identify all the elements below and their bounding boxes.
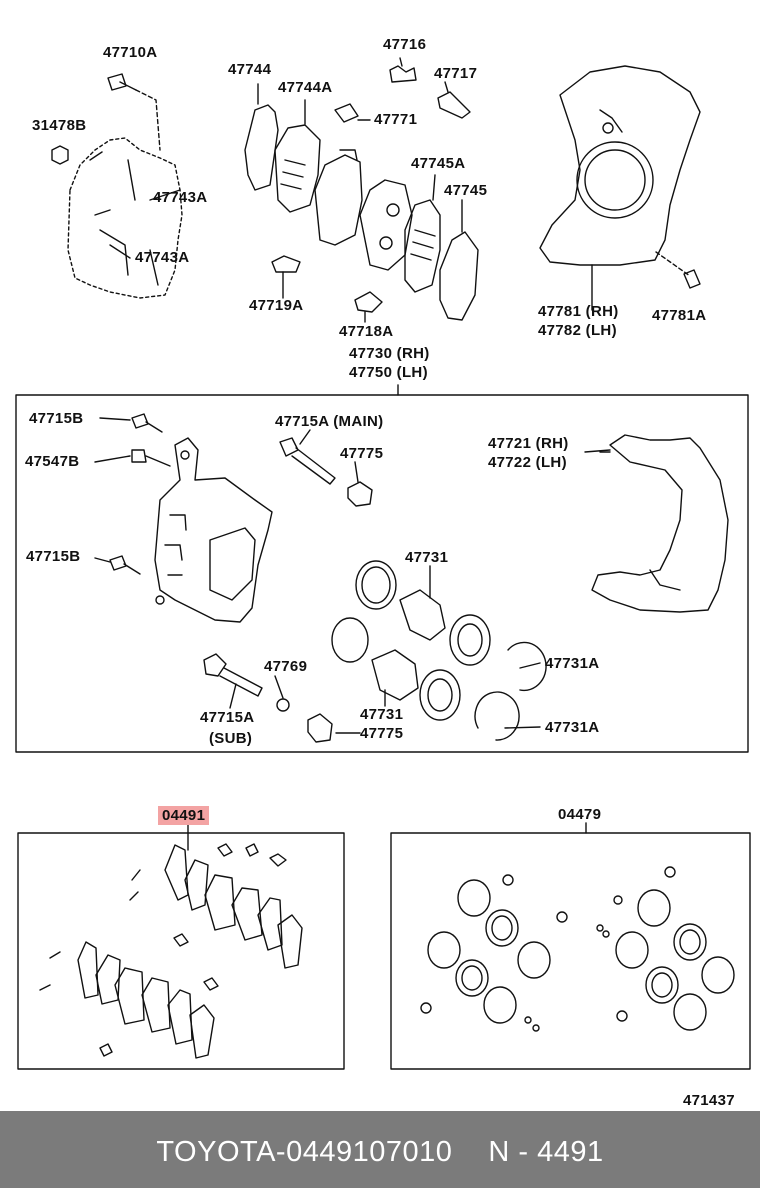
footer-separator: -	[275, 1136, 287, 1168]
footer-part-number: 0449107010	[286, 1136, 453, 1168]
dust-shield-drawing	[539, 65, 701, 289]
caliper-assembly-box	[15, 394, 749, 753]
part-label-47750-lh: 47750 (LH)	[349, 364, 428, 381]
middle-leader-lines	[94, 417, 611, 734]
part-label-47731-lower: 47731	[360, 706, 404, 723]
part-label-47771: 47771	[374, 111, 418, 128]
part-label-47731-upper: 47731	[405, 549, 449, 566]
kit-04479-box	[390, 822, 751, 1070]
part-label-sub-note: (SUB)	[209, 730, 253, 747]
footer-reference: N - 4491	[488, 1136, 604, 1168]
nut-drawing-31478B	[51, 145, 69, 165]
piston-seal-drawings	[331, 560, 547, 741]
kit-04491-contents-drawing	[39, 843, 303, 1059]
part-label-47719A: 47719A	[249, 297, 304, 314]
pad-shim-drawings	[244, 104, 479, 321]
caliper-mount-drawing	[591, 434, 729, 613]
part-label-47547B: 47547B	[25, 453, 80, 470]
part-label-47717: 47717	[434, 65, 478, 82]
footer-brand: TOYOTA	[156, 1136, 276, 1168]
guide-pin-main-drawing	[279, 437, 373, 507]
top-leader-lines	[109, 57, 593, 396]
part-label-47730-rh: 47730 (RH)	[349, 345, 430, 362]
part-label-47716: 47716	[383, 36, 427, 53]
part-label-47744A: 47744A	[278, 79, 333, 96]
part-label-47715A-main: 47715A (MAIN)	[275, 413, 384, 430]
part-label-47775-upper: 47775	[340, 445, 384, 462]
part-label-47718A: 47718A	[339, 323, 394, 340]
caliper-bolts-drawing	[109, 413, 171, 575]
kit-label-04491-highlighted: 04491	[158, 806, 210, 825]
caliper-outline-drawing	[67, 137, 183, 299]
part-label-47743A-upper: 47743A	[153, 189, 208, 206]
clip-drawings	[271, 65, 471, 313]
part-label-47721-rh: 47721 (RH)	[488, 435, 569, 452]
part-label-47745: 47745	[444, 182, 488, 199]
part-label-47731A-upper: 47731A	[545, 655, 600, 672]
guide-pin-sub-drawing	[203, 653, 333, 743]
part-label-47715A-sub: 47715A	[200, 709, 255, 726]
part-label-31478B: 31478B	[32, 117, 87, 134]
kit-04479-contents-drawing	[420, 866, 735, 1032]
part-label-47744: 47744	[228, 61, 272, 78]
caliper-body-drawing	[154, 437, 273, 623]
footer-bar	[0, 1111, 760, 1188]
part-label-47745A: 47745A	[411, 155, 466, 172]
part-label-47715B-bottom: 47715B	[26, 548, 81, 565]
part-label-47781A: 47781A	[652, 307, 707, 324]
footer-part-info: TOYOTA - 0449107010 N - 4491	[0, 1136, 760, 1169]
part-label-47731A-lower: 47731A	[545, 719, 600, 736]
diagram-number: 471437	[683, 1092, 735, 1109]
part-label-47743A-lower: 47743A	[135, 249, 190, 266]
kit-04491-box	[17, 817, 345, 1070]
part-label-47722-lh: 47722 (LH)	[488, 454, 567, 471]
kit-label-04479: 04479	[558, 806, 602, 823]
part-label-47781-rh: 47781 (RH)	[538, 303, 619, 320]
part-label-47715B-top: 47715B	[29, 410, 84, 427]
part-label-47775-lower: 47775	[360, 725, 404, 742]
part-label-47769: 47769	[264, 658, 308, 675]
bolt-drawing-47710A	[107, 73, 161, 151]
part-label-47782-lh: 47782 (LH)	[538, 322, 617, 339]
part-label-47710A: 47710A	[103, 44, 158, 61]
